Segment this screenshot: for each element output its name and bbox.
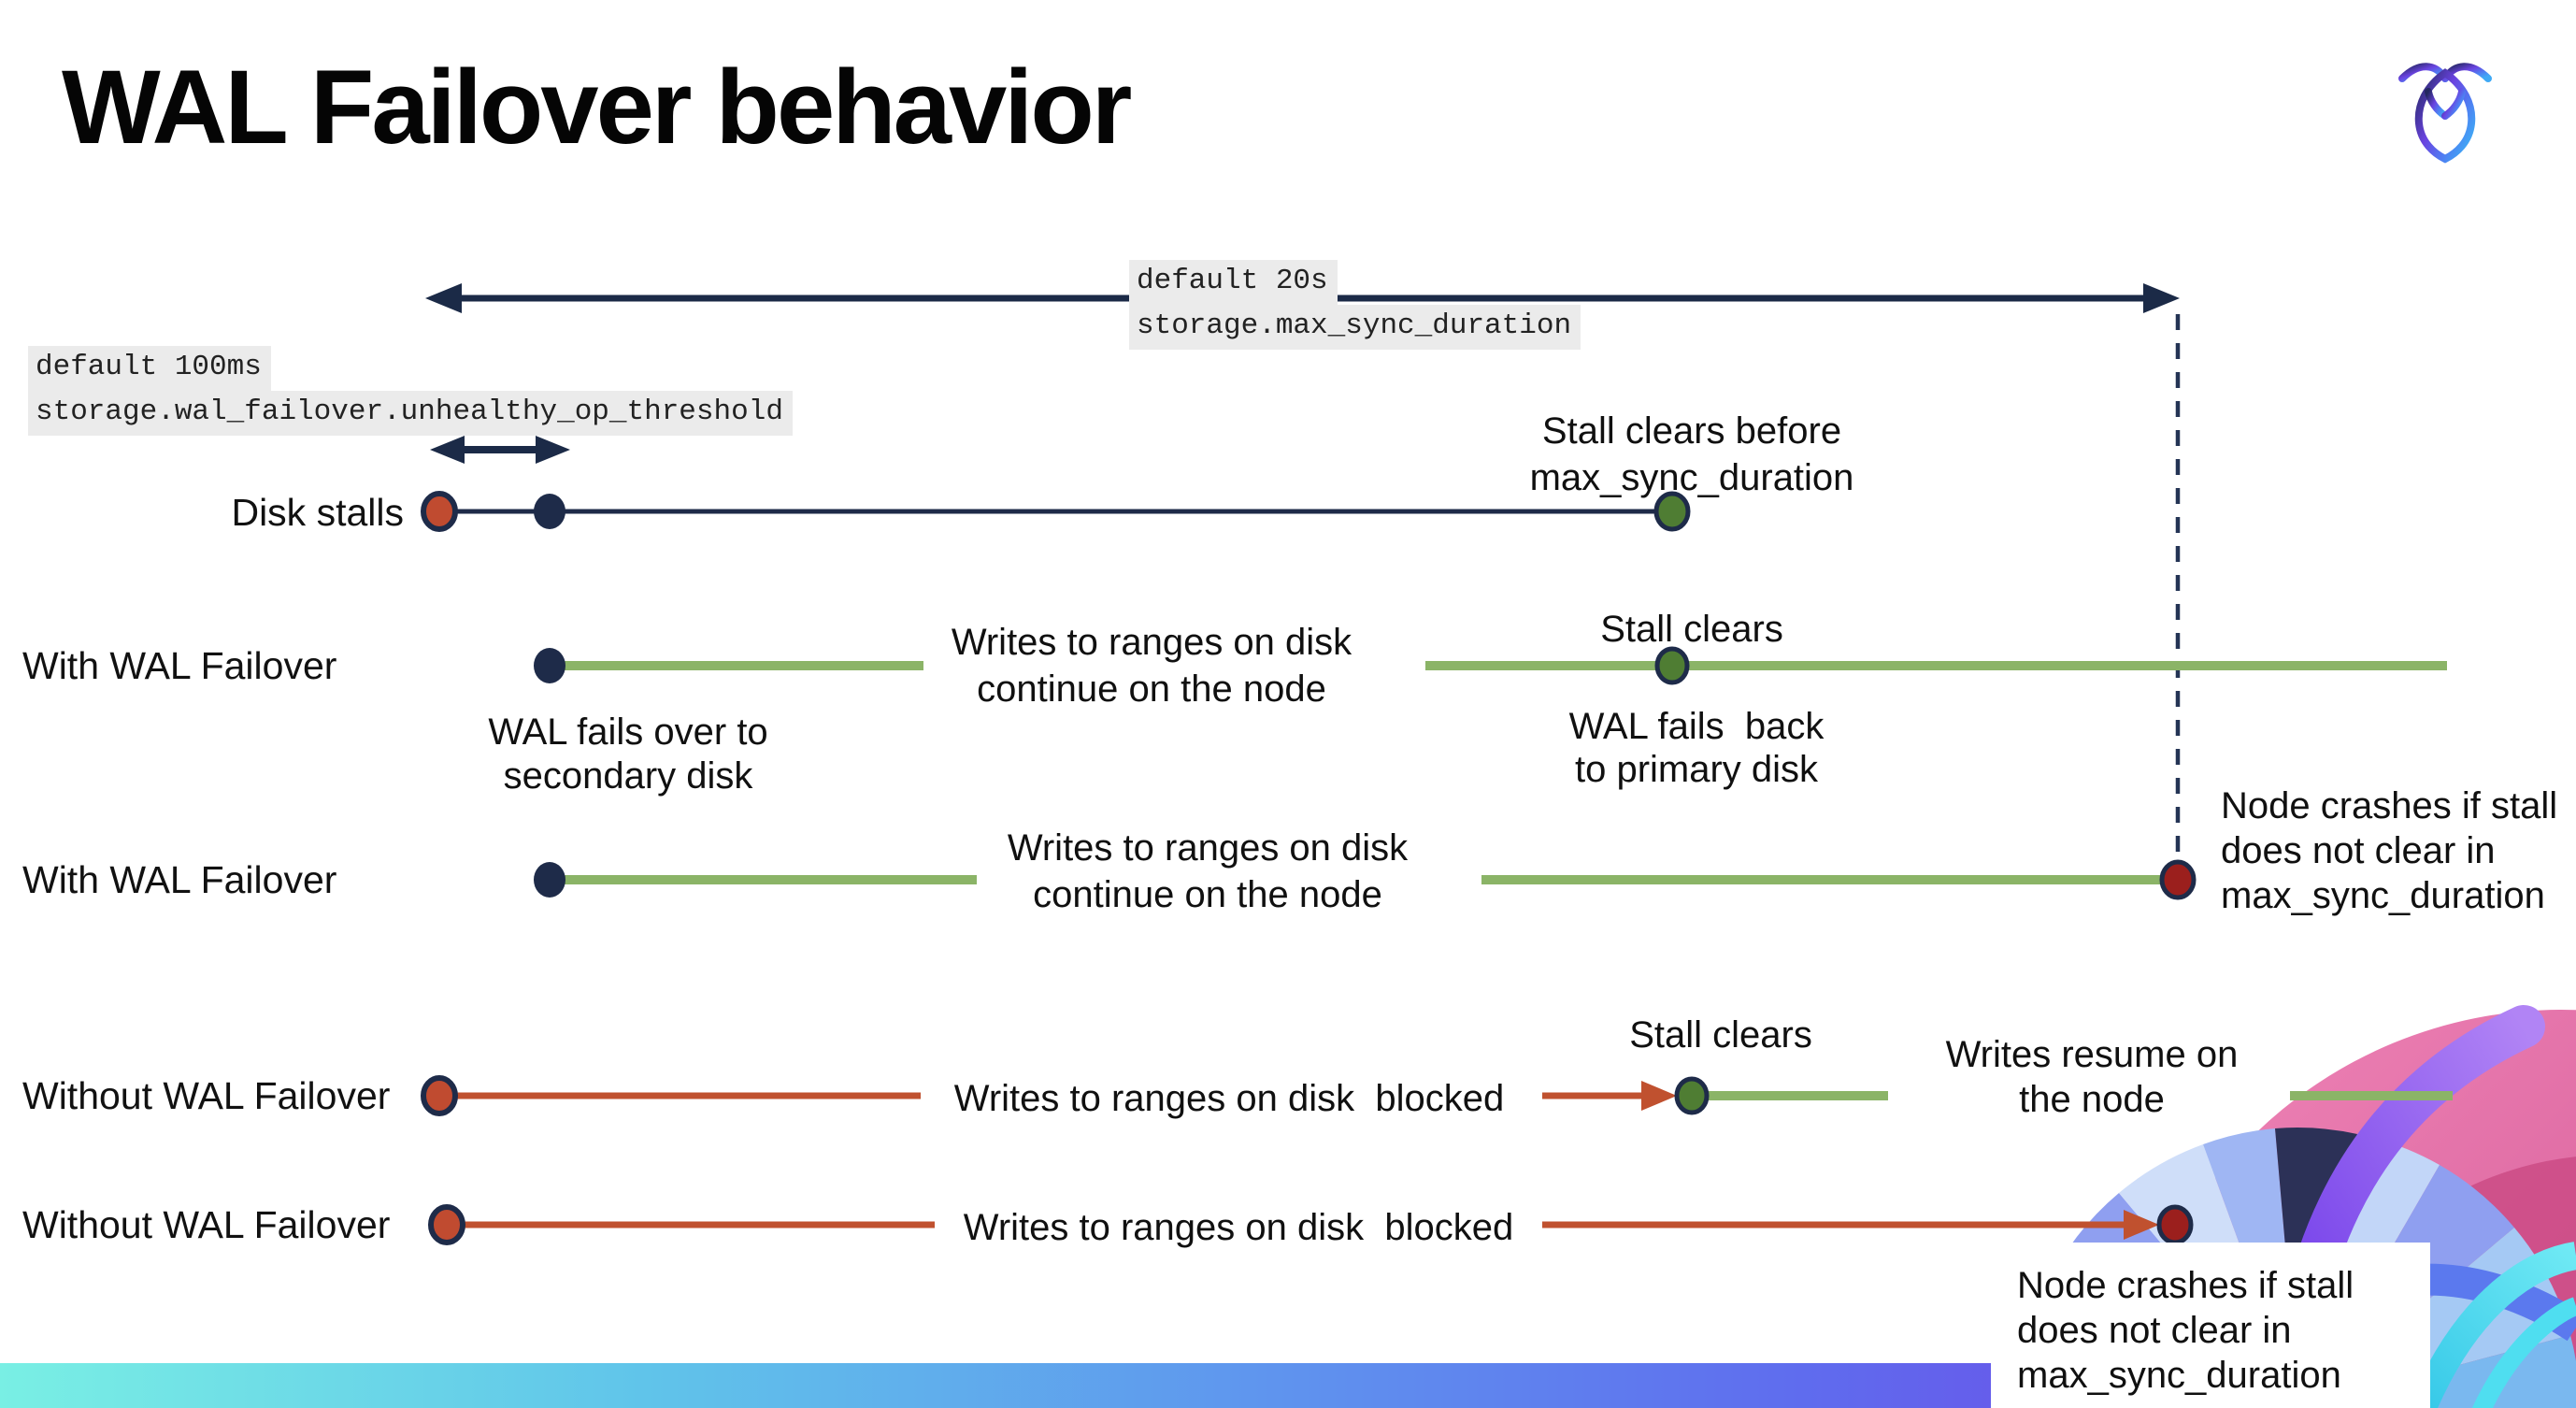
threshold-default-label: default 100ms bbox=[28, 346, 271, 391]
stall-clear-dot bbox=[1653, 491, 1691, 532]
note-writes-continue-2: Writes to ranges on disk continue on the… bbox=[1007, 827, 1409, 915]
row-without-wal-failover-2 bbox=[428, 1204, 2194, 1245]
note-writes-resume: Writes resume on the node bbox=[1945, 1034, 2239, 1120]
crash-callout-box: Node crashes if stall does not clear in … bbox=[1991, 1243, 2430, 1408]
note-writes-continue-1: Writes to ranges on disk continue on the… bbox=[951, 622, 1352, 710]
note-stall-clears-2: Stall clears bbox=[1629, 1014, 1812, 1056]
stall-start-dot bbox=[421, 491, 458, 532]
stall-start-dot bbox=[428, 1204, 465, 1245]
note-wal-fails-back: WAL fails back to primary disk bbox=[1568, 706, 1825, 790]
page-title: WAL Failover behavior bbox=[62, 49, 1132, 165]
note-writes-blocked-2: Writes to ranges on disk blocked bbox=[963, 1207, 1514, 1248]
unhealthy-op-threshold-arrow bbox=[430, 436, 570, 464]
cockroachdb-logo-icon bbox=[2398, 63, 2492, 164]
note-node-crashes-1: Node crashes if stall does not clear in … bbox=[2221, 785, 2558, 916]
row-disk-stalls bbox=[421, 491, 1691, 532]
row-with-wal-failover-2 bbox=[534, 859, 2197, 900]
row-label-disk-stalls: Disk stalls bbox=[231, 491, 404, 534]
row-with-wal-failover-1 bbox=[534, 646, 2447, 685]
unhealthy-op-threshold-label: default 100ms storage.wal_failover.unhea… bbox=[28, 346, 793, 436]
stall-clear-dot bbox=[1654, 646, 1690, 685]
row-without-wal-failover-1 bbox=[421, 1075, 2453, 1116]
stall-clear-dot bbox=[1674, 1076, 1710, 1115]
row-label-with-wal-failover-1: With WAL Failover bbox=[22, 644, 337, 687]
max-sync-default-label: default 20s bbox=[1129, 260, 1338, 305]
failover-dot bbox=[534, 862, 565, 898]
max-sync-duration-label: default 20s storage.max_sync_duration bbox=[1129, 260, 1581, 350]
threshold-dot bbox=[534, 494, 565, 529]
row-label-without-wal-failover-2: Without WAL Failover bbox=[22, 1203, 391, 1246]
crash-dot bbox=[2156, 1204, 2194, 1245]
row-label-without-wal-failover-1: Without WAL Failover bbox=[22, 1074, 391, 1117]
note-wal-fails-over: WAL fails over to secondary disk bbox=[488, 711, 768, 797]
row-label-with-wal-failover-2: With WAL Failover bbox=[22, 858, 337, 901]
note-stall-clears-1: Stall clears bbox=[1600, 609, 1783, 650]
note-node-crashes-2: Node crashes if stall does not clear in … bbox=[2017, 1265, 2354, 1396]
note-stall-clears-before: Stall clears before max_sync_duration bbox=[1529, 410, 1854, 498]
threshold-setting-name: storage.wal_failover.unhealthy_op_thresh… bbox=[28, 391, 793, 436]
cyan-arc-thin bbox=[2471, 1297, 2576, 1408]
note-writes-blocked-1: Writes to ranges on disk blocked bbox=[953, 1078, 1505, 1119]
crash-dot bbox=[2159, 859, 2197, 900]
stall-start-dot bbox=[421, 1075, 458, 1116]
cyan-arc bbox=[2408, 1242, 2576, 1408]
failover-dot bbox=[534, 648, 565, 683]
max-sync-setting-name: storage.max_sync_duration bbox=[1129, 305, 1581, 350]
